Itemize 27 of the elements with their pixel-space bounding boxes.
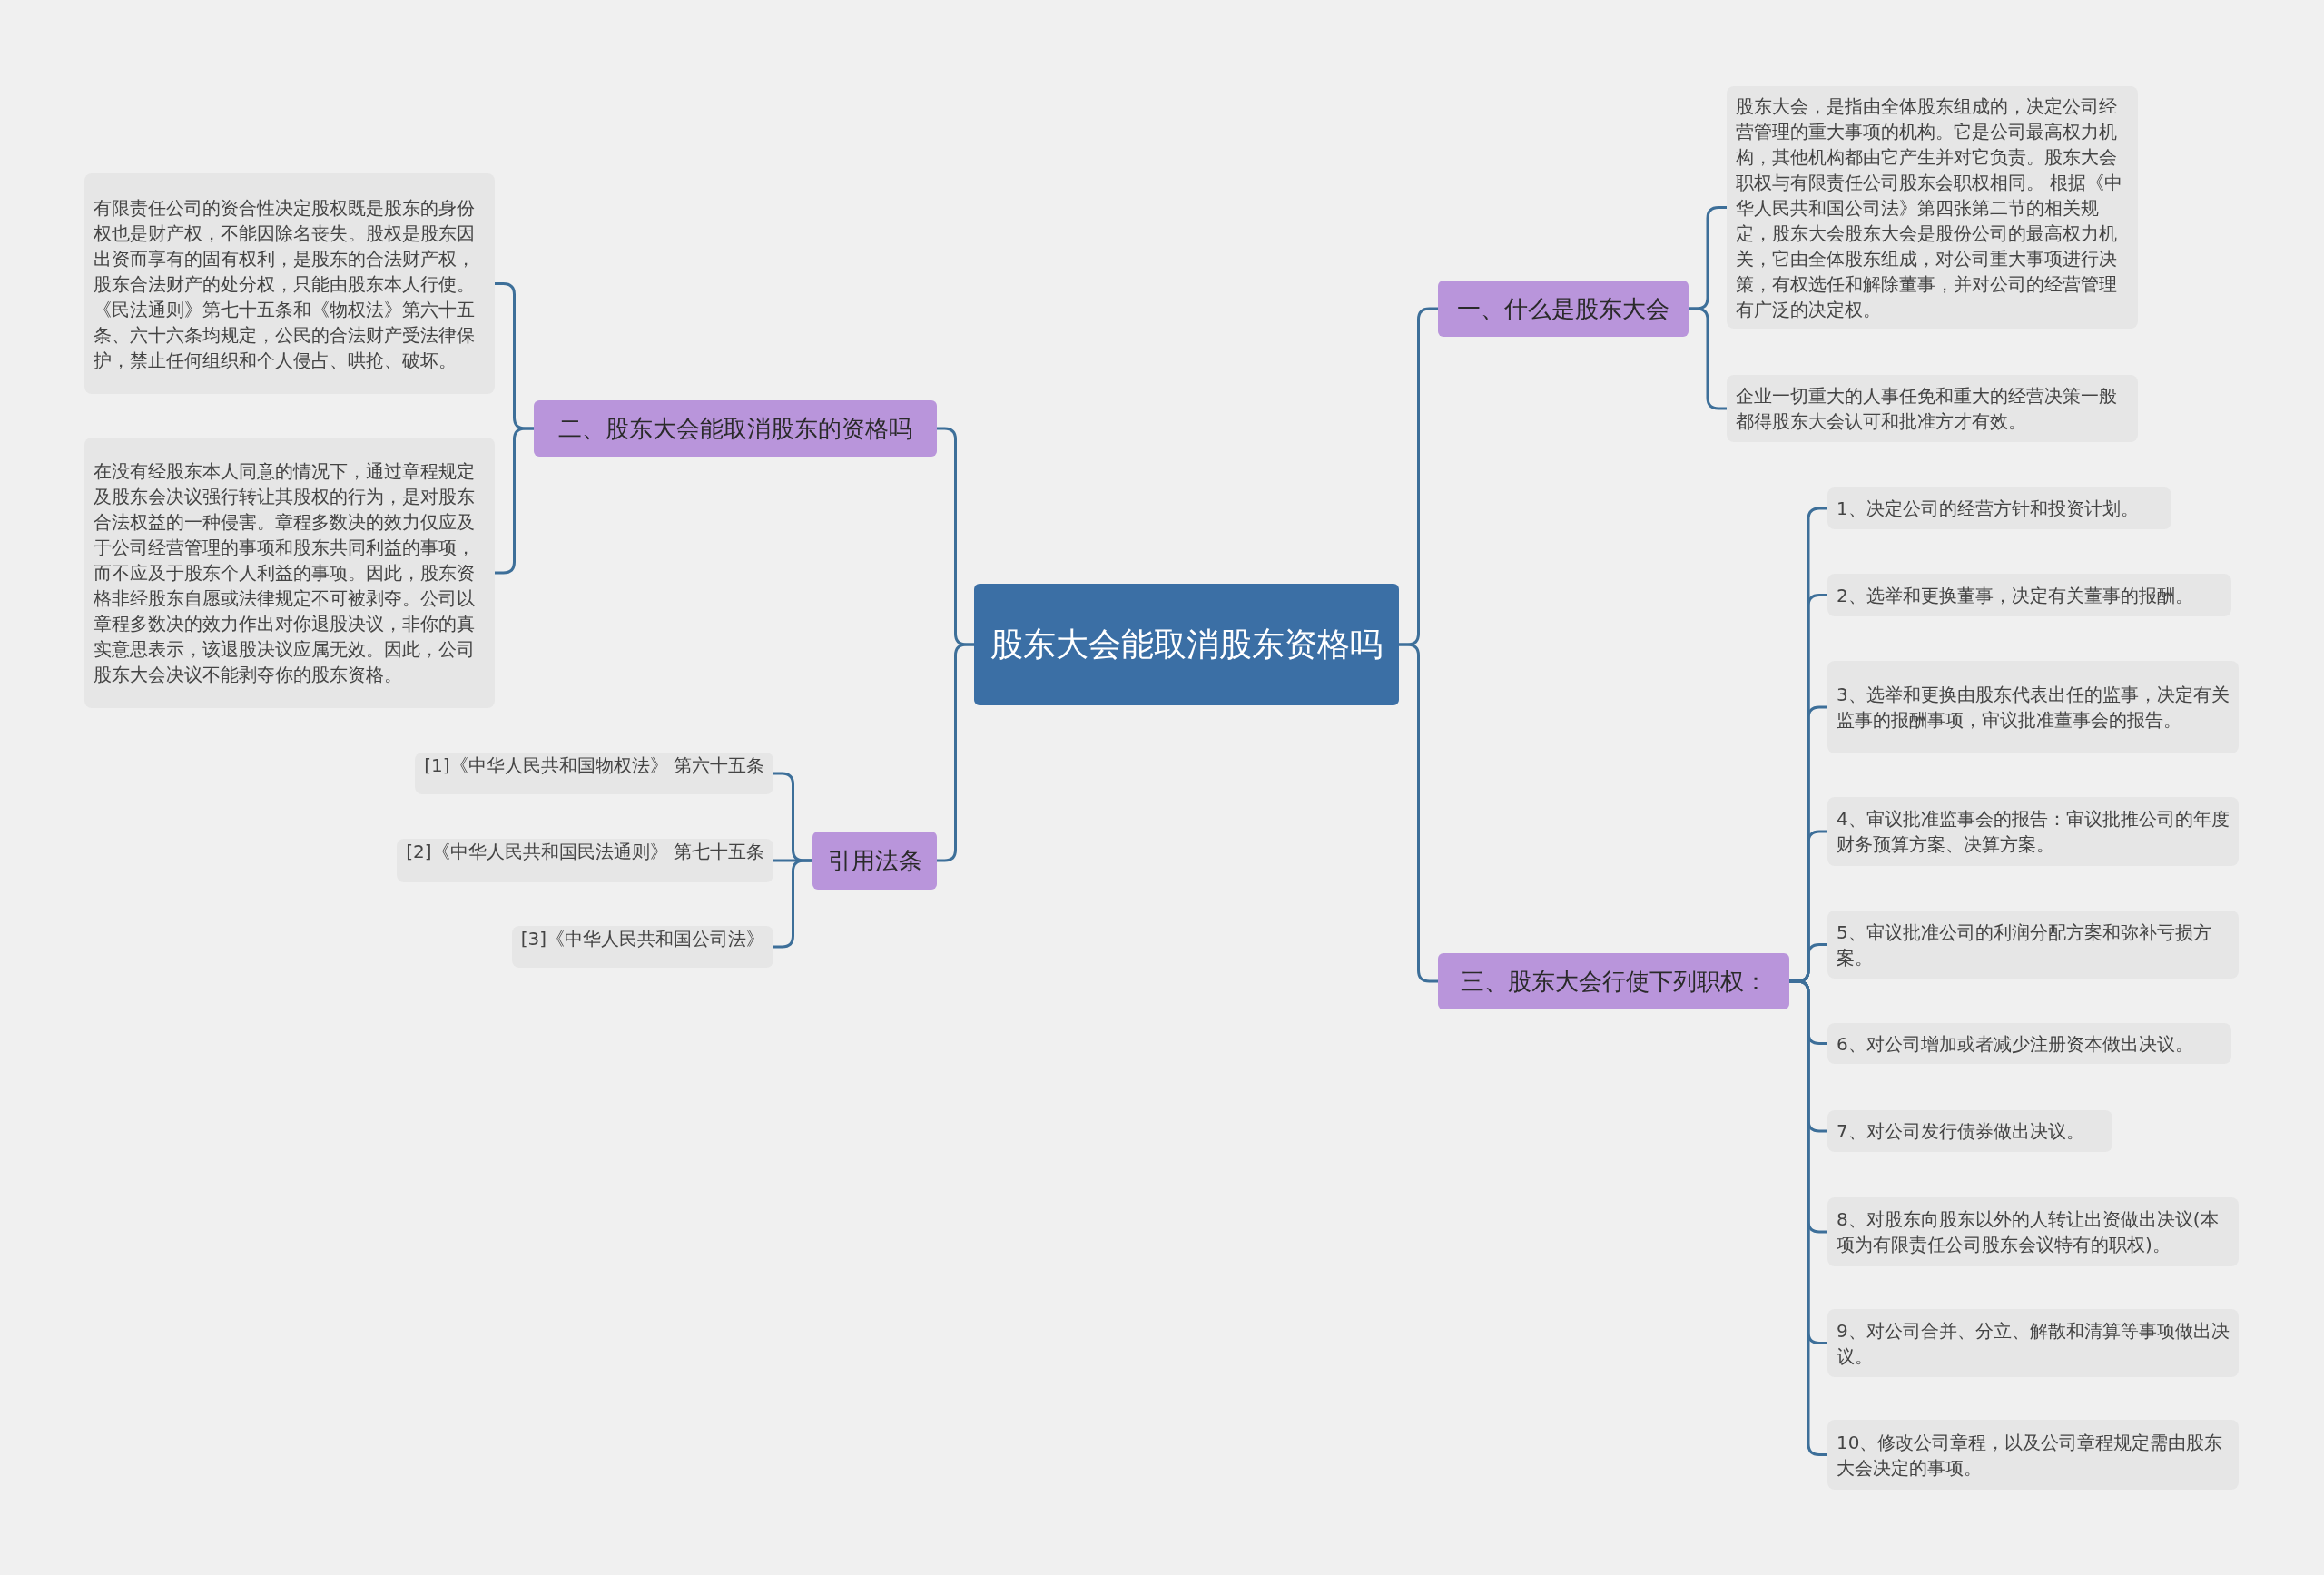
note-box: 股东大会，是指由全体股东组成的，决定公司经营管理的重大事项的机构。它是公司最高权力机构，其他机构都由它产生并对它负责。股东大会职权与有限责任公司股东会职权相同。 根据《中华人民共和国公司法》第四张第二节的相关规定，股东大会股东大会是股份公司的最高权力机关，它由全体股东组成，对公司重大事项进行决策，有权选任和解除董事，并对公司的经营管理有广泛的决定权。 [1727, 86, 2138, 329]
note-box: 7、对公司发行债券做出决议。 [1827, 1110, 2112, 1152]
note-box: 10、修改公司章程，以及公司章程规定需由股东大会决定的事项。 [1827, 1420, 2239, 1490]
note-box: 5、审议批准公司的利润分配方案和弥补亏损方案。 [1827, 911, 2239, 979]
connector [495, 427, 534, 575]
note-box: 9、对公司合并、分立、解散和清算等事项做出决议。 [1827, 1309, 2239, 1377]
topic-box: 二、股东大会能取消股东的资格吗 [534, 400, 937, 457]
citation-box: [2]《中华人民共和国民法通则》 第七十五条 [397, 839, 773, 882]
note-box: 企业一切重大的人事任免和重大的经营决策一般都得股东大会认可和批准方才有效。 [1727, 375, 2138, 442]
note-box: 在没有经股东本人同意的情况下，通过章程规定及股东会决议强行转让其股权的行为，是对股东合法权益的一种侵害。章程多数决的效力仅应及于公司经营管理的事项和股东共同利益的事项，而不应及于股东个人利益的事项。因此，股东资格非经股东自愿或法律规定不可被剥夺。公司以章程多数决的效力作出对你退股决议，非你的真实意思表示，该退股决议应属无效。因此，公司股东大会决议不能剥夺你的股东资格。 [84, 438, 495, 708]
central-topic: 股东大会能取消股东资格吗 [974, 584, 1399, 705]
connector [1399, 643, 1438, 983]
note-box: 1、决定公司的经营方针和投资计划。 [1827, 487, 2171, 529]
note-box: 8、对股东向股东以外的人转让出资做出决议(本项为有限责任公司股东会议特有的职权)。 [1827, 1197, 2239, 1266]
connector [1689, 307, 1727, 410]
topic-box: 一、什么是股东大会 [1438, 281, 1689, 337]
note-box: 3、选举和更换由股东代表出任的监事，决定有关监事的报酬事项，审议批准董事会的报告。 [1827, 661, 2239, 753]
note-box: 2、选举和更换董事，决定有关董事的报酬。 [1827, 574, 2231, 616]
connector [773, 859, 812, 949]
topic-box: 引用法条 [812, 832, 937, 890]
note-box: 4、审议批准监事会的报告：审议批推公司的年度财务预算方案、决算方案。 [1827, 797, 2239, 866]
citation-box: [1]《中华人民共和国物权法》 第六十五条 [415, 753, 773, 794]
note-box: 有限责任公司的资合性决定股权既是股东的身份权也是财产权，不能因除名丧失。股权是股东因出资而享有的固有权利，是股东的合法财产权，股东合法财产的处分权，只能由股东本人行使。《民法通则》第七十五条和《物权法》第六十五条、六十六条均规定，公民的合法财产受法律保护，禁止任何组织和个人侵占、哄抢、破坏。 [84, 173, 495, 394]
topic-box: 三、股东大会行使下列职权： [1438, 953, 1789, 1009]
citation-box: [3]《中华人民共和国公司法》 [511, 926, 773, 968]
note-box: 6、对公司增加或者减少注册资本做出决议。 [1827, 1023, 2231, 1064]
connector [937, 643, 974, 862]
